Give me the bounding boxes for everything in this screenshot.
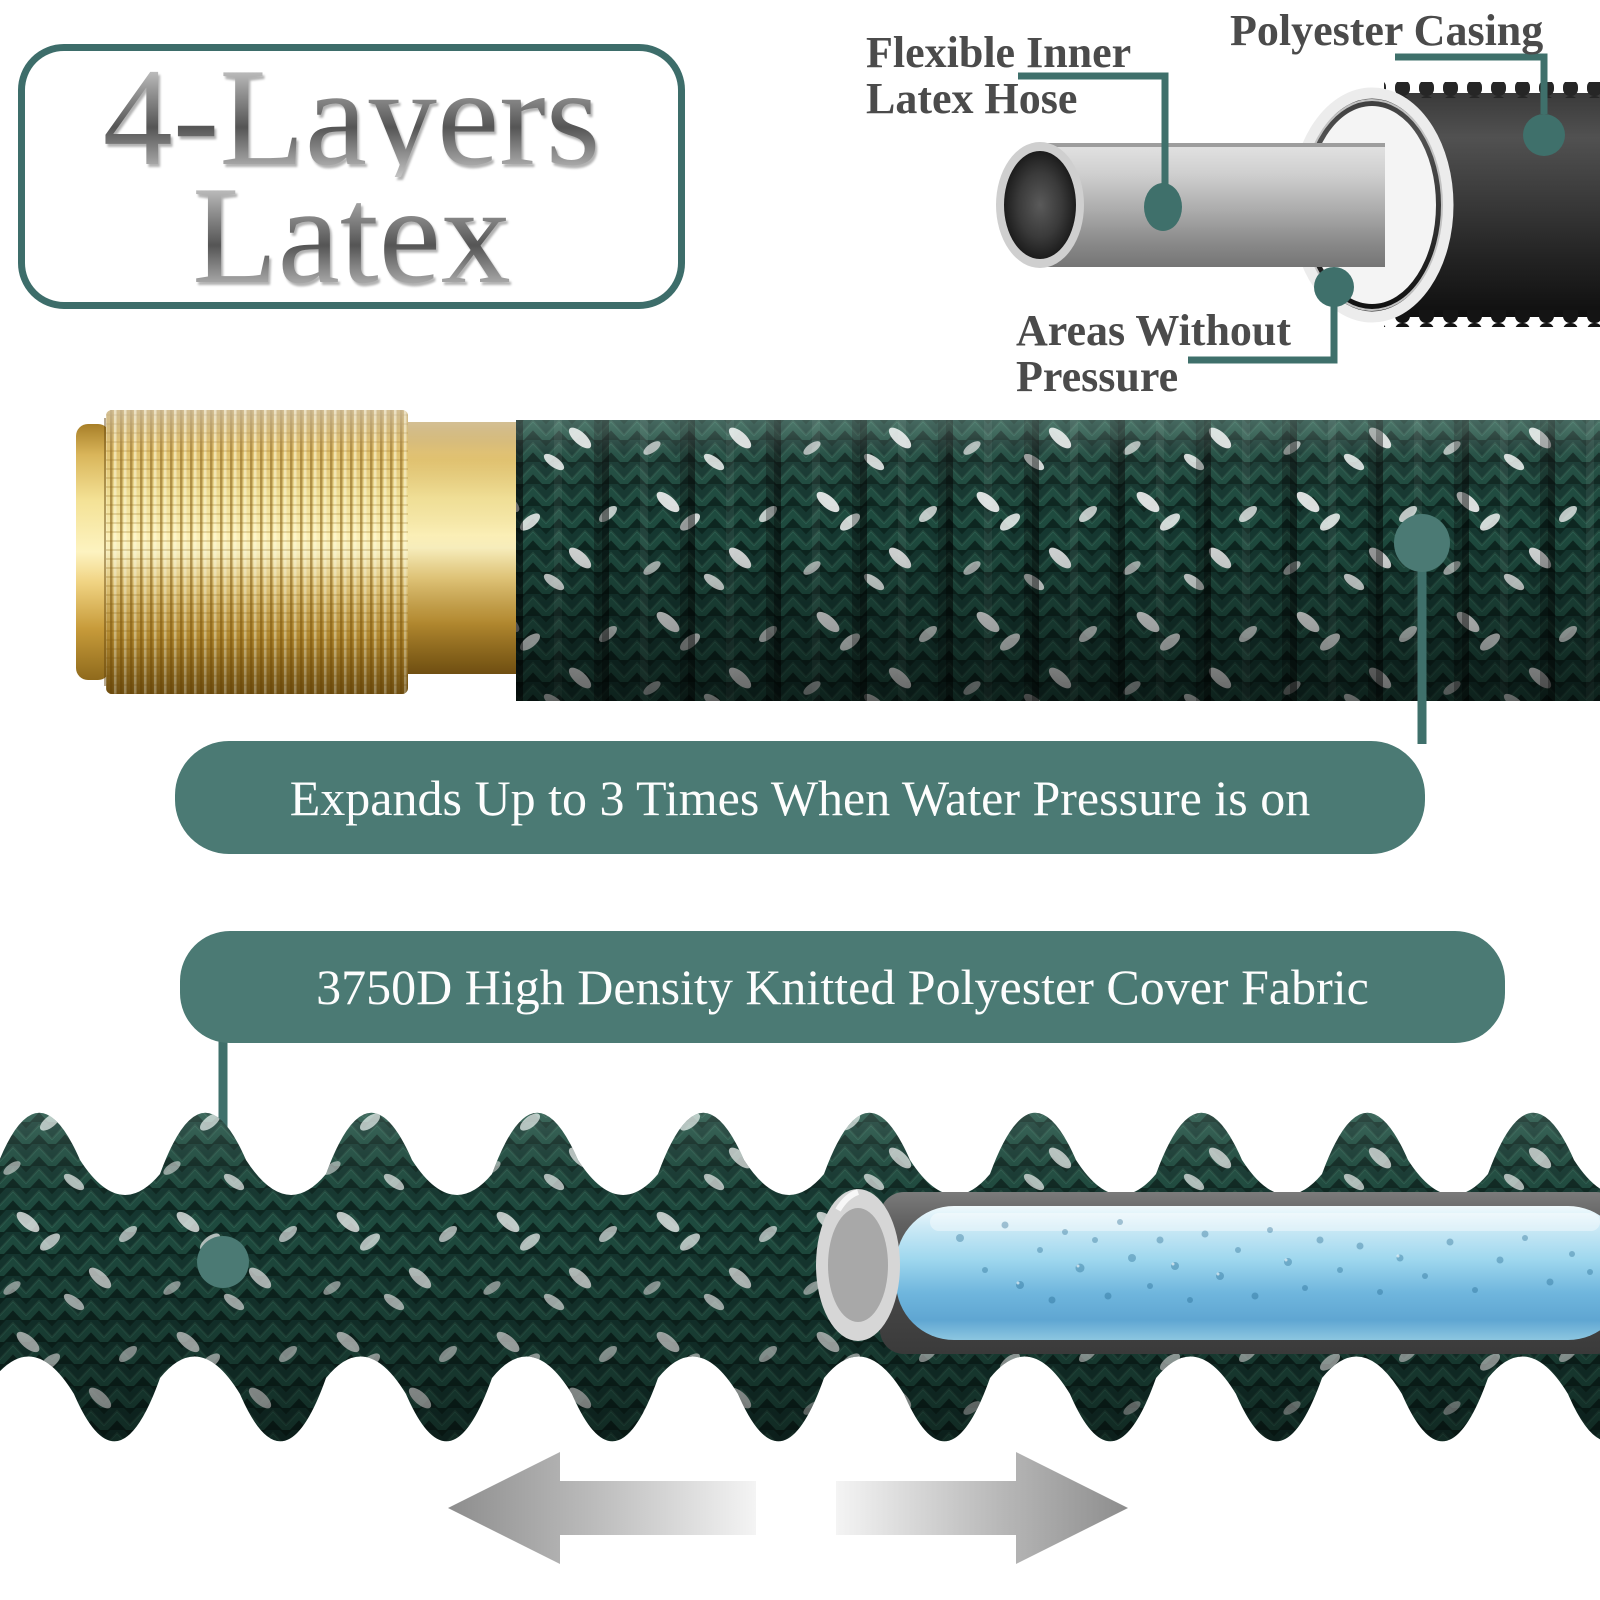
banner-text: Expands Up to 3 Times When Water Pressur… [289, 769, 1311, 826]
collapsed-hose-photo [76, 410, 1600, 744]
expand-contract-arrows-icon [448, 1452, 1128, 1564]
callout-dot-icon [197, 1236, 249, 1288]
banner-3750d-fabric: 3750D High Density Knitted Polyester Cov… [180, 931, 1505, 1043]
callout-line-polyester [1395, 53, 1548, 114]
arrow-right-icon [836, 1452, 1128, 1564]
banner-text: 3750D High Density Knitted Polyester Cov… [316, 959, 1369, 1015]
callout-dot-icon [1144, 183, 1182, 231]
tube-opening [1004, 151, 1076, 259]
badge-line1: 4-Layers [102, 39, 601, 195]
badge-line2: Latex [192, 157, 511, 313]
callout-line-areas [1188, 294, 1338, 364]
callout-dot-icon [1314, 267, 1354, 307]
label-line: Areas Without [1016, 306, 1292, 355]
water-droplet-highlights [1016, 1254, 1400, 1285]
label-line: Flexible Inner [866, 28, 1132, 77]
hose-cross-section-diagram [996, 53, 1600, 364]
brass-fitting [76, 410, 518, 694]
label-flexible-inner-latex-hose: Flexible Inner Latex Hose [866, 30, 1131, 122]
water-droplets [956, 1219, 1593, 1304]
callout-dot-icon [1394, 514, 1450, 572]
casing-corrugation-bottom [1384, 310, 1600, 327]
label-line: Pressure [1016, 352, 1179, 401]
latex-tube-cutaway [816, 1189, 1600, 1354]
banner-expands-3-times: Expands Up to 3 Times When Water Pressur… [175, 741, 1425, 854]
inner-latex-tube [1035, 143, 1385, 267]
callout-dot-icon [1523, 114, 1565, 156]
arrow-left-icon [448, 1452, 756, 1564]
callout-line-flexible [1018, 72, 1169, 188]
label-line: Polyester Casing [1230, 6, 1544, 55]
four-layers-badge: 4-Layers Latex [18, 44, 685, 309]
label-line: Latex Hose [866, 74, 1078, 123]
label-areas-without-pressure: Areas Without Pressure [1016, 308, 1291, 400]
label-polyester-casing: Polyester Casing [1230, 8, 1543, 54]
casing-corrugation-top [1384, 82, 1600, 98]
